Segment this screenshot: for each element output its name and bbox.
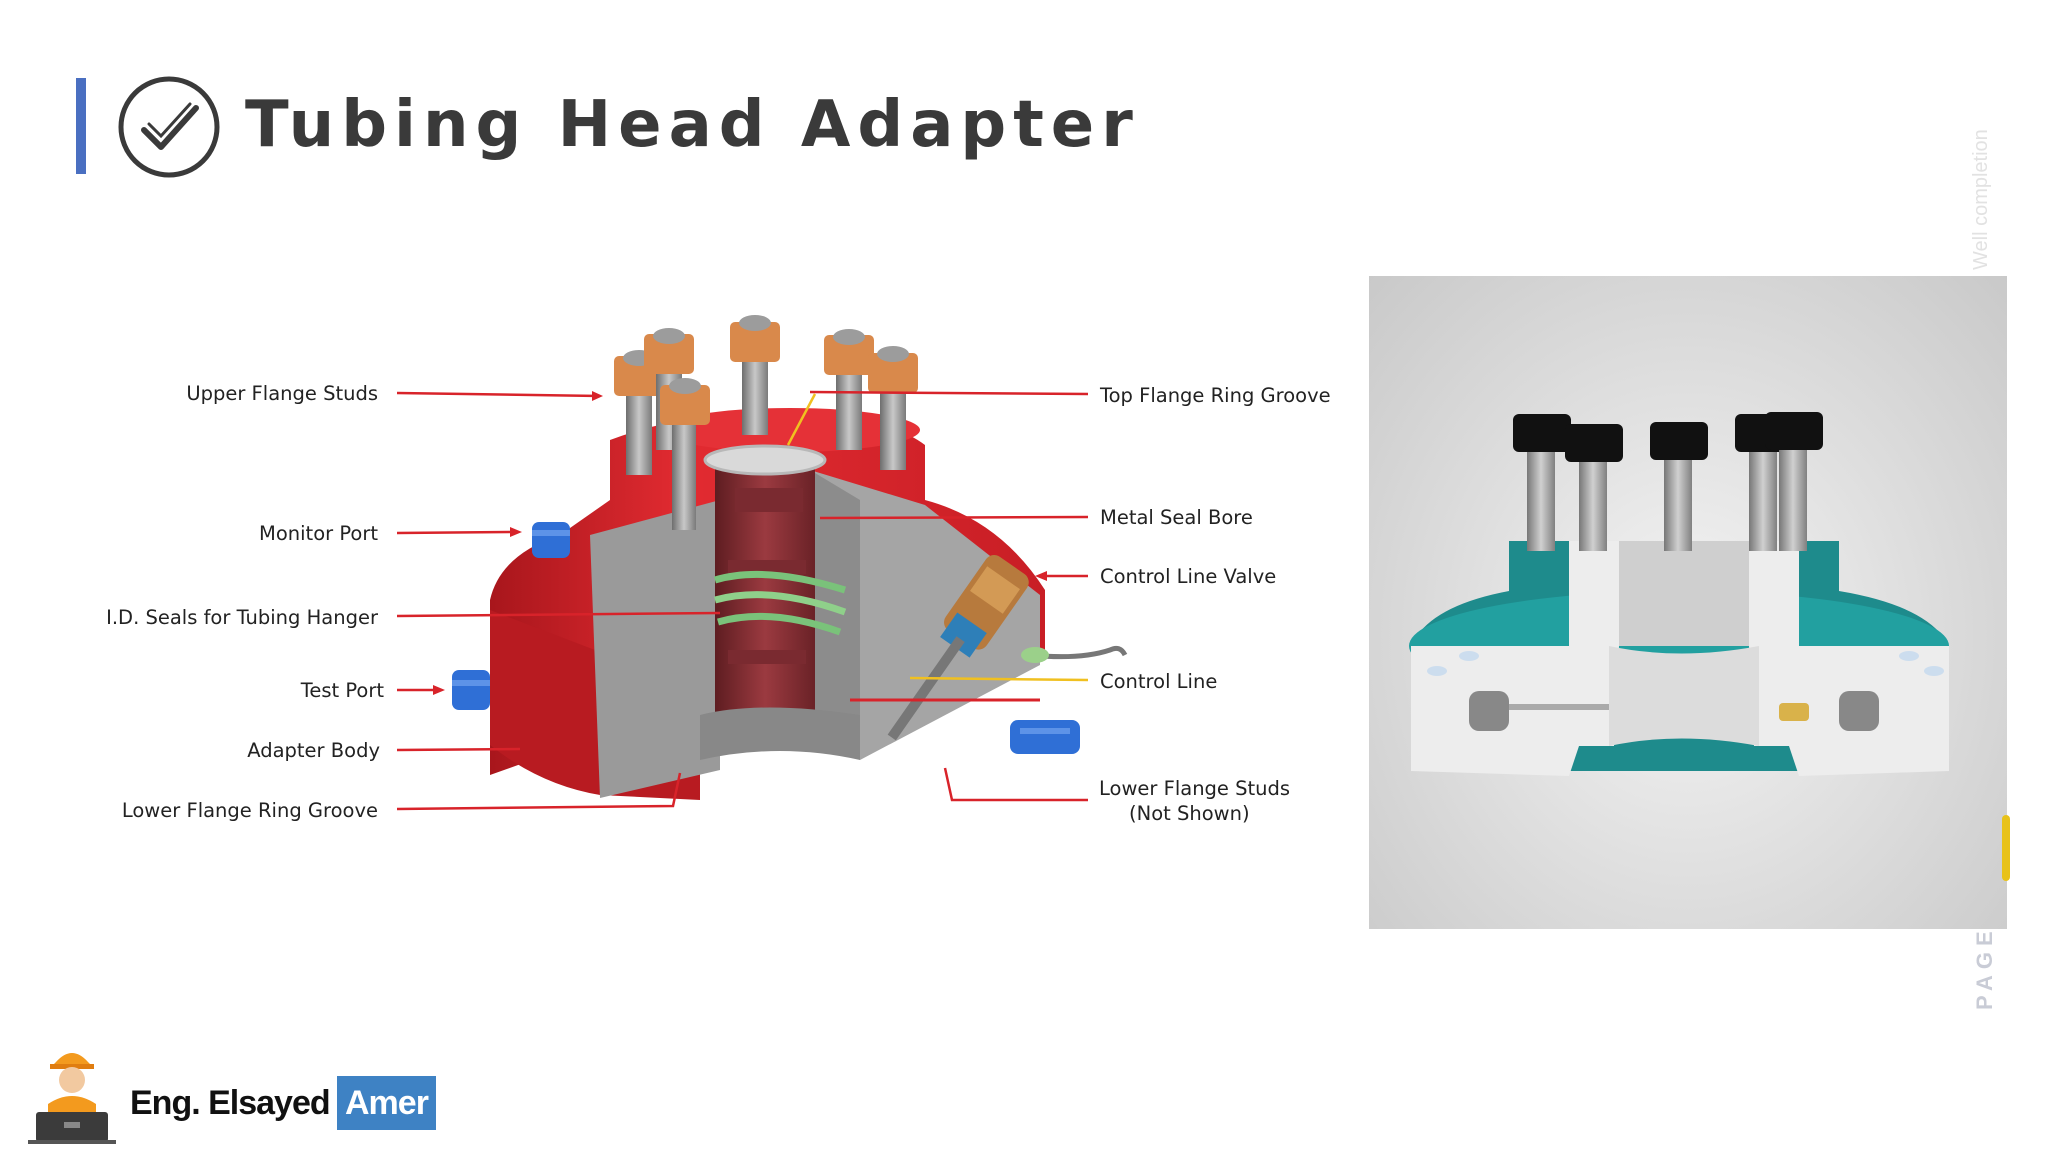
label-metal-seal-bore: Metal Seal Bore	[1100, 506, 1253, 529]
monitor-port-shape	[532, 522, 570, 558]
adapter-body-shape	[490, 408, 1128, 800]
label-test-port: Test Port	[300, 679, 385, 702]
yellow-leaders	[786, 393, 1089, 682]
label-lower-flange-ring-groove: Lower Flange Ring Groove	[122, 799, 378, 822]
label-upper-flange-studs: Upper Flange Studs	[186, 382, 378, 405]
label-control-line: Control Line	[1100, 670, 1217, 693]
logo-surname: Amer	[337, 1076, 436, 1130]
label-id-seals: I.D. Seals for Tubing Hanger	[106, 606, 379, 629]
cutaway-render-image	[1369, 276, 2007, 929]
label-control-line-valve: Control Line Valve	[1100, 565, 1276, 588]
checkmark-circle-icon	[118, 76, 220, 178]
page-title: Tubing Head Adapter	[245, 88, 1140, 162]
label-top-flange-ring-groove: Top Flange Ring Groove	[1099, 384, 1331, 407]
test-port-shape	[452, 670, 490, 710]
leader-lines	[396, 390, 1089, 811]
label-not-shown: (Not Shown)	[1129, 802, 1250, 825]
logo-name: Eng. Elsayed	[130, 1084, 331, 1122]
label-adapter-body: Adapter Body	[247, 739, 380, 762]
lower-port-shape	[1010, 720, 1080, 754]
author-logo: Eng. Elsayed Amer	[28, 1040, 448, 1145]
gold-tab	[2002, 815, 2010, 881]
accent-bar	[76, 78, 86, 174]
engineer-avatar-icon	[28, 1053, 116, 1144]
label-monitor-port: Monitor Port	[259, 522, 378, 545]
upper-flange-studs	[614, 315, 918, 530]
label-lower-flange-studs: Lower Flange Studs	[1099, 777, 1290, 800]
